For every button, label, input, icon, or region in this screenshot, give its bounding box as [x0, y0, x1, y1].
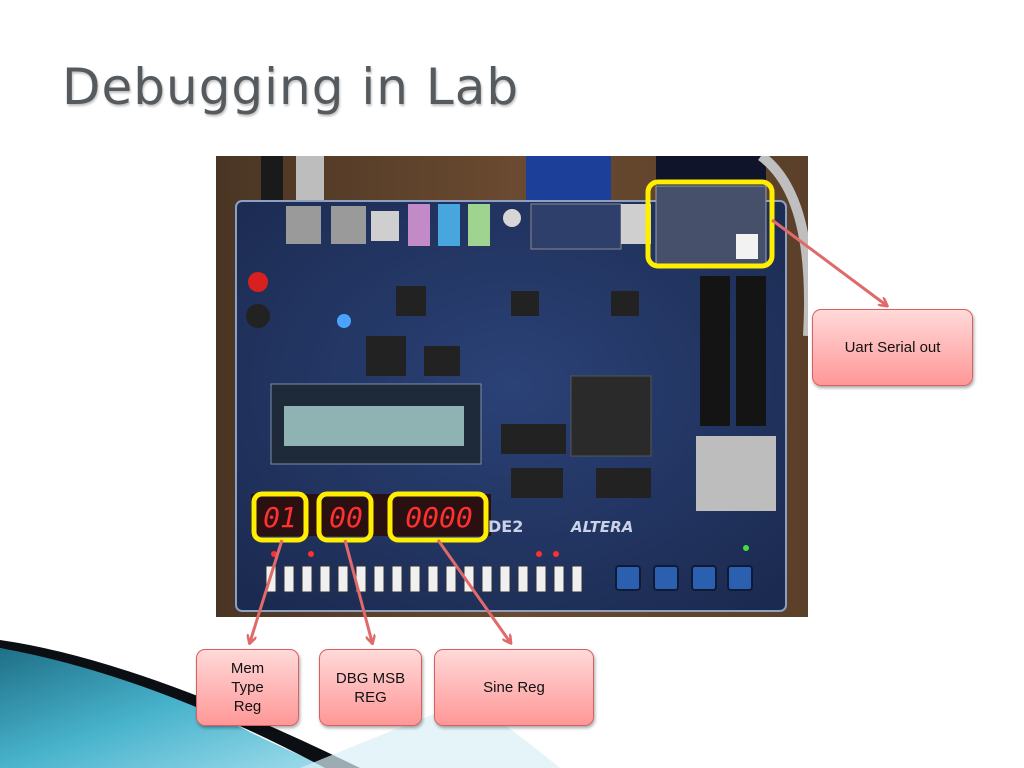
- callout-uart-serial-out: Uart Serial out: [812, 309, 973, 386]
- callout-mem-type-reg: Mem Type Reg: [196, 649, 299, 726]
- arrow-mem: [250, 539, 284, 642]
- arrow-uart: [771, 218, 886, 305]
- arrow-dbg: [343, 539, 372, 642]
- seven-seg-group-2: 00: [329, 500, 363, 534]
- slide-title: Debugging in Lab: [62, 58, 520, 116]
- arrow-sine: [436, 539, 510, 642]
- highlight-seg-1: [251, 491, 309, 543]
- callout-sine-reg: Sine Reg: [434, 649, 594, 726]
- board-model-text: DE2: [488, 517, 523, 536]
- highlight-rs232: [645, 179, 775, 269]
- callout-dbg-msb-reg: DBG MSB REG: [319, 649, 422, 726]
- highlight-seg-3: [387, 491, 489, 543]
- highlight-seg-2: [316, 491, 374, 543]
- seven-seg-group-3: 0000: [405, 500, 473, 534]
- seven-seg-group-1: 01: [263, 500, 297, 534]
- board-logo-text: ALTERA: [570, 518, 633, 536]
